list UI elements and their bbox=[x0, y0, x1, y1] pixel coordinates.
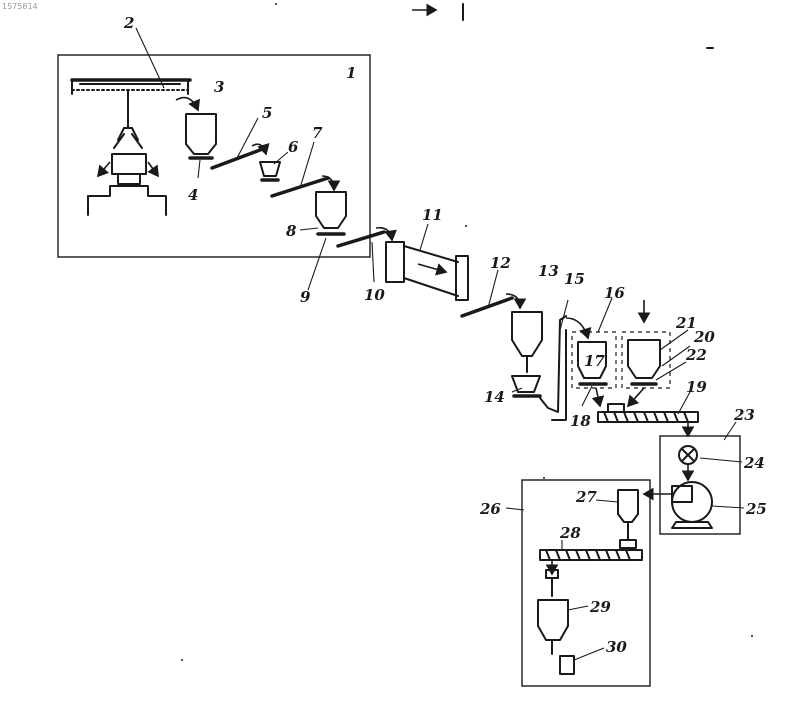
bin-21 bbox=[622, 300, 670, 388]
scan-specks bbox=[181, 3, 753, 661]
label-4: 4 bbox=[188, 186, 198, 204]
hopper-6 bbox=[260, 162, 280, 180]
label-17: 17 bbox=[584, 352, 605, 370]
label-30: 30 bbox=[606, 638, 627, 656]
hopper-8 bbox=[316, 192, 346, 234]
label-27: 27 bbox=[575, 488, 597, 506]
conveyor-12 bbox=[462, 298, 512, 316]
rotary-valve-24 bbox=[679, 446, 697, 480]
label-6: 6 bbox=[288, 138, 299, 156]
dosing-box bbox=[608, 404, 624, 412]
rotary-dryer-11 bbox=[386, 242, 468, 300]
label-3: 3 bbox=[214, 78, 224, 96]
label-15: 15 bbox=[564, 270, 585, 288]
label-14: 14 bbox=[484, 388, 505, 406]
label-25: 25 bbox=[745, 500, 767, 518]
label-16: 16 bbox=[604, 284, 625, 302]
label-8: 8 bbox=[286, 222, 297, 240]
overhead-crane bbox=[72, 80, 190, 148]
label-22: 22 bbox=[685, 346, 707, 364]
label-12: 12 bbox=[490, 254, 511, 272]
label-24: 24 bbox=[743, 454, 765, 472]
label-2: 2 bbox=[123, 14, 134, 32]
label-28: 28 bbox=[559, 524, 581, 542]
packing-unit-30 bbox=[560, 656, 574, 674]
feeder-14 bbox=[512, 376, 540, 396]
cyclone-27 bbox=[618, 490, 638, 548]
label-5: 5 bbox=[262, 104, 272, 122]
hopper-3 bbox=[176, 98, 216, 158]
label-21: 21 bbox=[675, 314, 697, 332]
bin-29 bbox=[538, 578, 568, 654]
screw-conveyor-28 bbox=[540, 550, 642, 578]
label-13: 13 bbox=[538, 262, 559, 280]
corner-number: 1575814 bbox=[2, 2, 38, 11]
label-29: 29 bbox=[589, 598, 611, 616]
stray-marks bbox=[412, 4, 713, 48]
label-26: 26 bbox=[479, 500, 501, 518]
hopper-13 bbox=[512, 312, 542, 372]
label-1: 1 bbox=[346, 64, 356, 82]
label-18: 18 bbox=[570, 412, 591, 430]
label-19: 19 bbox=[686, 378, 707, 396]
label-leaders bbox=[136, 28, 744, 660]
label-11: 11 bbox=[422, 206, 443, 224]
mill-25 bbox=[644, 482, 712, 528]
screw-conveyor-19 bbox=[598, 412, 698, 436]
label-10: 10 bbox=[364, 286, 385, 304]
label-9: 9 bbox=[300, 288, 311, 306]
label-7: 7 bbox=[312, 124, 323, 142]
label-23: 23 bbox=[733, 406, 755, 424]
railcar bbox=[88, 154, 166, 215]
